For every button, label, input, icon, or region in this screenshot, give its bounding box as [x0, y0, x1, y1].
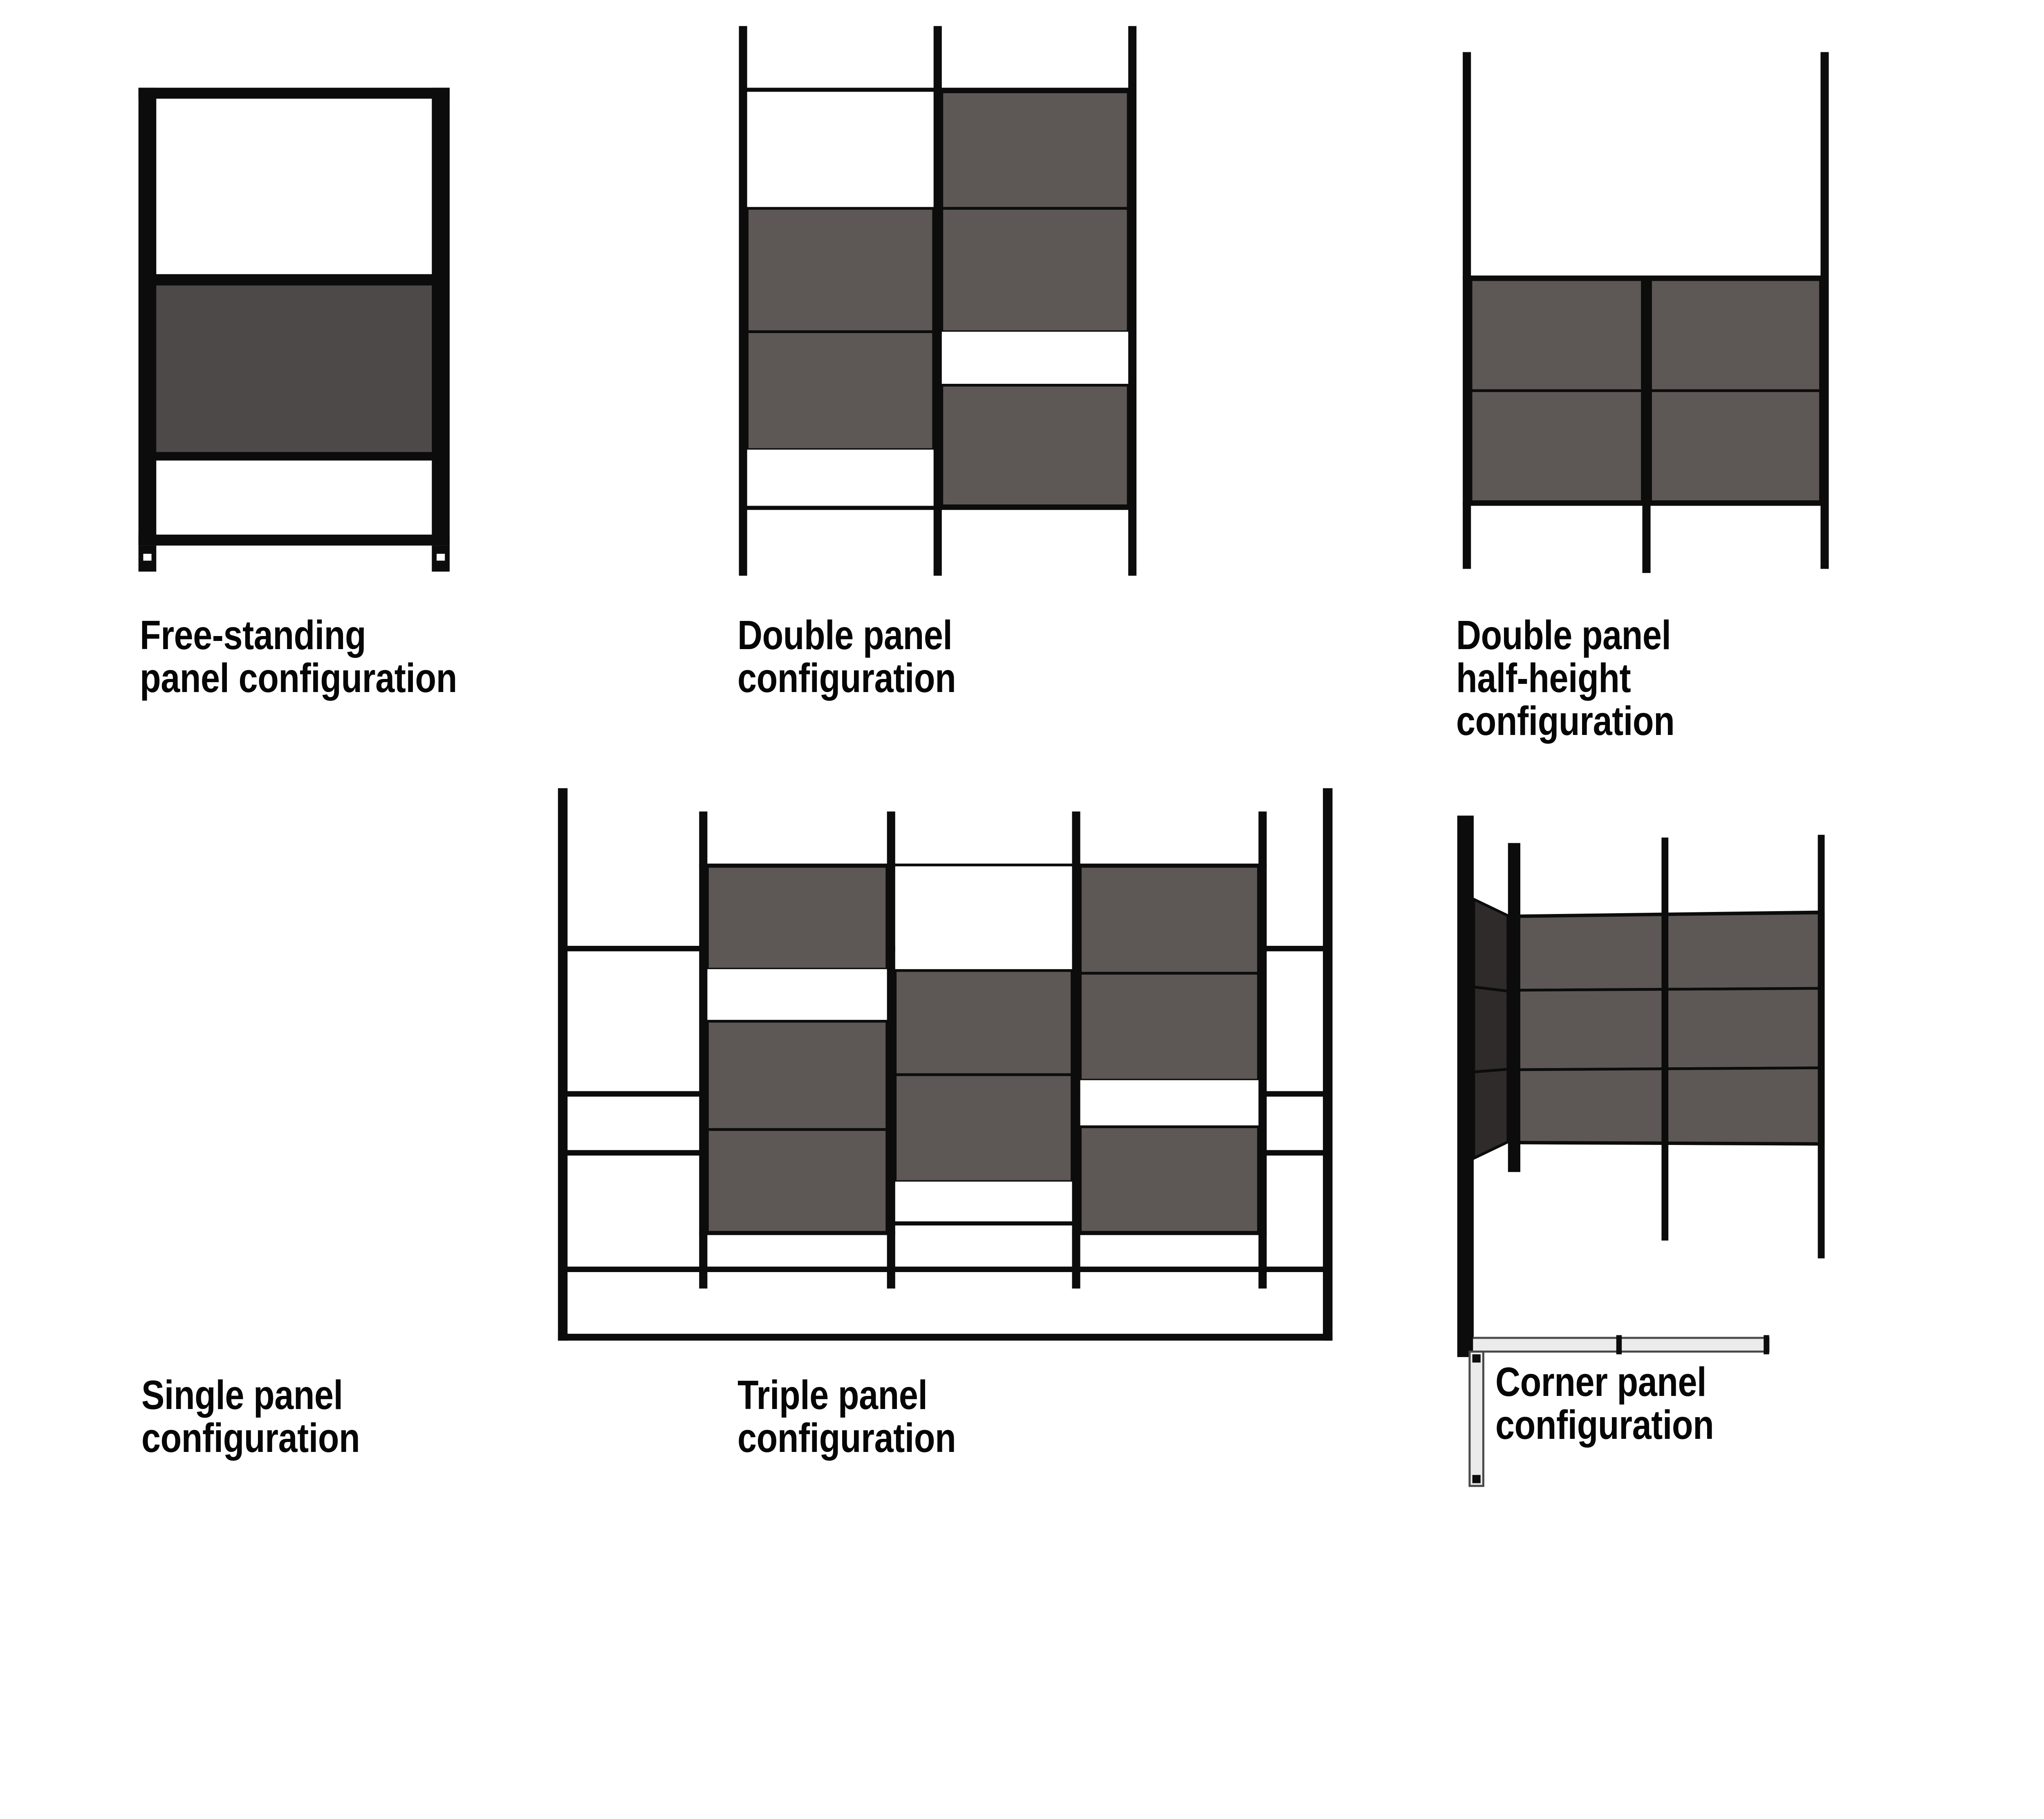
panel-white — [1080, 1080, 1259, 1127]
top-rail — [699, 863, 1267, 868]
foot-notch — [437, 553, 445, 561]
panel-dark — [1509, 913, 1666, 992]
plan-bar-vertical — [1468, 1350, 1484, 1487]
post — [887, 811, 895, 1289]
post — [1258, 811, 1267, 1289]
post — [699, 811, 708, 1289]
panel-dark — [940, 383, 1130, 507]
panel-white-bottom — [156, 460, 432, 535]
label-corner-panel: Corner panel configuration — [1495, 1359, 1714, 1448]
corner-post-tall — [1457, 815, 1474, 1357]
bottom-rail — [558, 1333, 1333, 1341]
panel-configurations-figure: Free-standing panel configuration Double… — [0, 0, 2044, 1526]
label-double-panel: Double panel configuration — [737, 612, 956, 701]
panel-dark — [1509, 1067, 1666, 1145]
post — [1463, 52, 1471, 569]
diagram-corner — [1457, 815, 1825, 1487]
panel-dark — [1649, 389, 1822, 503]
panel-dark — [706, 1019, 889, 1131]
post — [1128, 26, 1137, 576]
panel-dark — [1649, 278, 1822, 392]
post — [933, 26, 942, 576]
corner-post — [1508, 843, 1520, 1172]
bottom-rail — [138, 534, 450, 546]
return-rail — [1473, 986, 1508, 992]
post — [1820, 52, 1829, 569]
top-rail — [138, 87, 450, 99]
panel-dark — [1509, 988, 1666, 1071]
diagram-triple — [699, 811, 1267, 1289]
rail — [148, 452, 440, 461]
panel-dark — [1079, 1125, 1260, 1235]
post-middle — [1642, 277, 1651, 573]
panel-white — [941, 332, 1128, 385]
configurations-canvas — [138, 26, 1829, 1487]
panel-dark — [706, 1128, 889, 1235]
label-single-panel: Single panel configuration — [141, 1372, 360, 1461]
label-double-half-height: Double panel half-height configuration — [1456, 612, 1675, 744]
panel-white — [707, 969, 887, 1022]
post — [1661, 837, 1669, 1241]
panel-white — [747, 92, 934, 208]
post — [1323, 788, 1333, 1341]
panel-white-top — [156, 99, 432, 274]
panel-dark — [940, 90, 1130, 210]
rail — [562, 1266, 1329, 1272]
panel-dark — [152, 282, 437, 456]
panel-dark — [746, 207, 935, 333]
diagram-double — [739, 26, 1137, 576]
label-triple-panel: Triple panel configuration — [737, 1372, 956, 1461]
return-rail — [1473, 1068, 1508, 1073]
rail — [1072, 1231, 1267, 1235]
panel-white — [895, 1181, 1072, 1221]
diagram-double-half-height — [1463, 52, 1829, 573]
rail — [887, 1221, 1080, 1225]
post — [739, 26, 747, 576]
plan-dot — [1472, 1354, 1481, 1363]
plan-dot — [1764, 1335, 1769, 1355]
label-free-standing: Free-standing panel configuration — [140, 612, 457, 701]
panel-dark — [1079, 972, 1260, 1082]
return-panel — [1472, 897, 1510, 1160]
plan-dot — [1472, 1475, 1481, 1483]
panel-dark — [1663, 912, 1825, 991]
panel-dark — [1079, 865, 1260, 975]
panel-dark — [894, 969, 1074, 1076]
post-left — [138, 87, 157, 546]
post — [558, 788, 568, 1341]
plan-dot — [1616, 1335, 1622, 1355]
diagram-free-standing — [138, 87, 450, 572]
panel-dark — [1469, 389, 1644, 503]
panel-white — [895, 866, 1072, 971]
panel-white — [747, 449, 934, 506]
plan-dot — [1467, 1335, 1473, 1355]
post-right — [432, 87, 450, 546]
panel-dark — [1469, 278, 1644, 392]
mid-rail — [148, 274, 440, 284]
panel-dark — [940, 207, 1130, 333]
post — [1072, 811, 1080, 1289]
panel-dark — [894, 1073, 1074, 1183]
panel-dark — [746, 330, 935, 451]
foot-notch — [143, 553, 152, 561]
rail — [699, 1231, 895, 1235]
post — [1818, 835, 1825, 1259]
panel-dark — [1663, 987, 1825, 1071]
panel-dark — [1663, 1066, 1825, 1145]
panel-dark — [706, 865, 889, 971]
